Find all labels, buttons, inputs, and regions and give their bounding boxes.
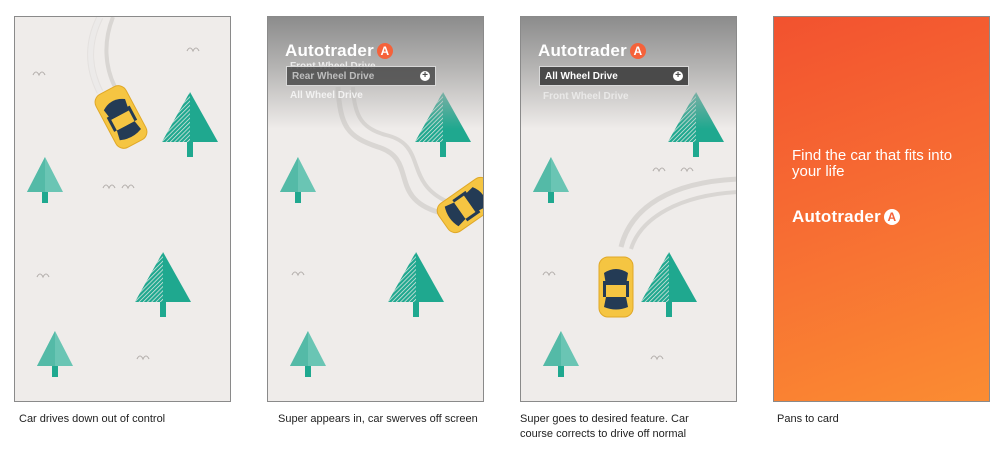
storyboard-frame-1 [14, 16, 231, 402]
plus-circle-icon[interactable]: + [420, 71, 430, 81]
car-icon [598, 256, 634, 318]
car-icon [433, 173, 483, 237]
dropdown-option[interactable]: Front Wheel Drive [543, 91, 629, 102]
grass-icon [542, 271, 556, 276]
grass-icon [680, 167, 694, 172]
grass-icon [291, 271, 305, 276]
autotrader-logo: Autotrader A [792, 207, 900, 227]
brand-name: Autotrader [285, 41, 374, 60]
autotrader-logo-icon: A [376, 43, 393, 59]
tree-icon [543, 331, 579, 377]
grass-icon [102, 184, 116, 189]
dropdown-option[interactable]: All Wheel Drive [290, 90, 363, 101]
tree-icon [27, 157, 63, 203]
scene-illustration [27, 17, 218, 377]
scene-illustration [533, 92, 736, 377]
tree-icon [641, 252, 697, 317]
autotrader-logo-icon: A [629, 43, 646, 59]
tree-icon [533, 157, 569, 203]
tree-icon [388, 252, 444, 317]
dropdown-selected: All Wheel Drive [545, 70, 618, 82]
tree-icon [280, 157, 316, 203]
caption-3: Super goes to desired feature. Car cours… [520, 413, 689, 440]
plus-circle-icon[interactable]: + [673, 71, 683, 81]
autotrader-logo-icon: A [883, 209, 900, 225]
tree-icon [135, 252, 191, 317]
caption-2: Super appears in, car swerves off screen [278, 413, 478, 425]
dropdown-option[interactable]: Rear Wheel Drive [292, 70, 375, 82]
tree-icon [290, 331, 326, 377]
grass-icon [136, 355, 150, 360]
grass-icon [36, 273, 50, 278]
drive-type-dropdown[interactable]: All Wheel Drive + [539, 66, 689, 86]
tree-icon [162, 92, 218, 157]
grass-icon [32, 71, 46, 76]
grass-icon [186, 47, 200, 52]
tagline: Find the car that fits into your life [792, 147, 953, 180]
storyboard-frame-4: Find the car that fits into your life Au… [773, 16, 990, 402]
brand-name: Autotrader [538, 41, 627, 60]
autotrader-logo: Autotrader A [538, 41, 646, 61]
caption-1: Car drives down out of control [19, 413, 166, 425]
caption-4: Pans to card [777, 413, 839, 425]
storyboard-frame-3: Autotrader A All Wheel Drive + Front Whe… [520, 16, 737, 402]
brand-name: Autotrader [792, 207, 881, 226]
storyboard-frame-2: Autotrader A Front Wheel Drive Rear Whee… [267, 16, 484, 402]
autotrader-logo: Autotrader A [285, 41, 393, 61]
tree-icon [37, 331, 73, 377]
car-icon [91, 82, 151, 152]
grass-icon [652, 167, 666, 172]
grass-icon [121, 184, 135, 189]
drive-type-dropdown[interactable]: Rear Wheel Drive + [286, 66, 436, 86]
grass-icon [650, 355, 664, 360]
